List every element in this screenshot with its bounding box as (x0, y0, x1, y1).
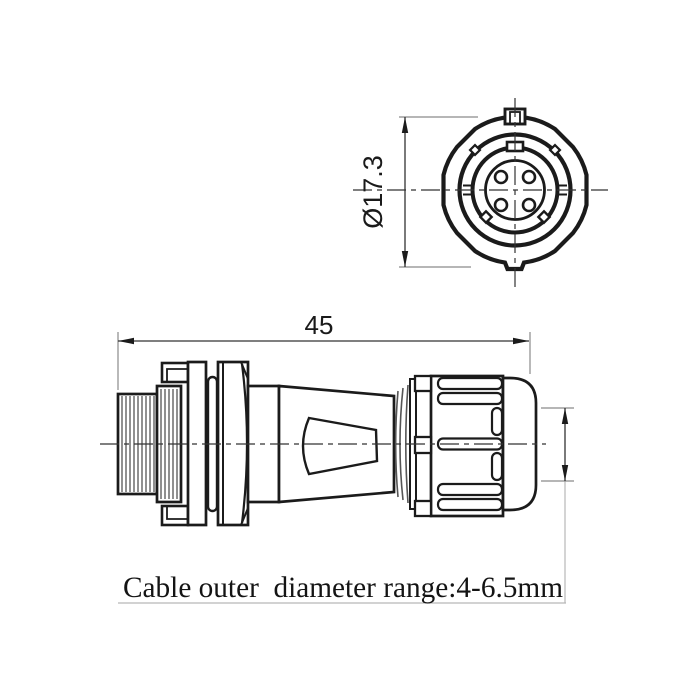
diameter-dimension (399, 116, 478, 268)
ring-step-left (463, 184, 471, 196)
arrow-up-icon (561, 408, 569, 424)
arrow-down-icon (561, 465, 569, 481)
ring-notch-upper-right (548, 143, 562, 157)
flange-key-top-step (166, 368, 188, 382)
arrow-left-icon (118, 337, 134, 345)
polarity-notch-left (478, 209, 494, 225)
pin (521, 169, 537, 185)
length-dimension: 45 (117, 310, 531, 390)
flange-key-bottom (160, 504, 190, 527)
pin (521, 197, 537, 213)
flange-key-bottom-step (166, 506, 188, 520)
pin (493, 197, 509, 213)
clamp-tab-top (413, 374, 433, 393)
front-diameter-label: Ø17.3 (358, 155, 388, 229)
polarity-notch-right (536, 209, 552, 225)
arrow-up-icon (401, 117, 409, 133)
arrow-right-icon (513, 337, 529, 345)
clamp-nut (429, 374, 505, 518)
flange-key-top (160, 361, 190, 384)
clamp-tab-bottom (413, 499, 433, 518)
clamp-tab-middle (413, 435, 433, 455)
cable-note-text: Cable outer diameter range:4-6.5mm (123, 571, 563, 604)
front-view: Ø17.3 (353, 98, 608, 287)
ring-notch-upper-left (468, 143, 482, 157)
length-dimension-label: 45 (305, 310, 334, 340)
inner-cone (301, 416, 379, 476)
arrow-down-icon (401, 251, 409, 267)
hex-nut-chamfers (240, 361, 249, 526)
ring-step-right (559, 184, 567, 196)
cable-range-dimension (118, 407, 574, 604)
pin (493, 169, 509, 185)
side-view: 45 Cable outer diameter range:4-6.5mm (100, 310, 574, 604)
